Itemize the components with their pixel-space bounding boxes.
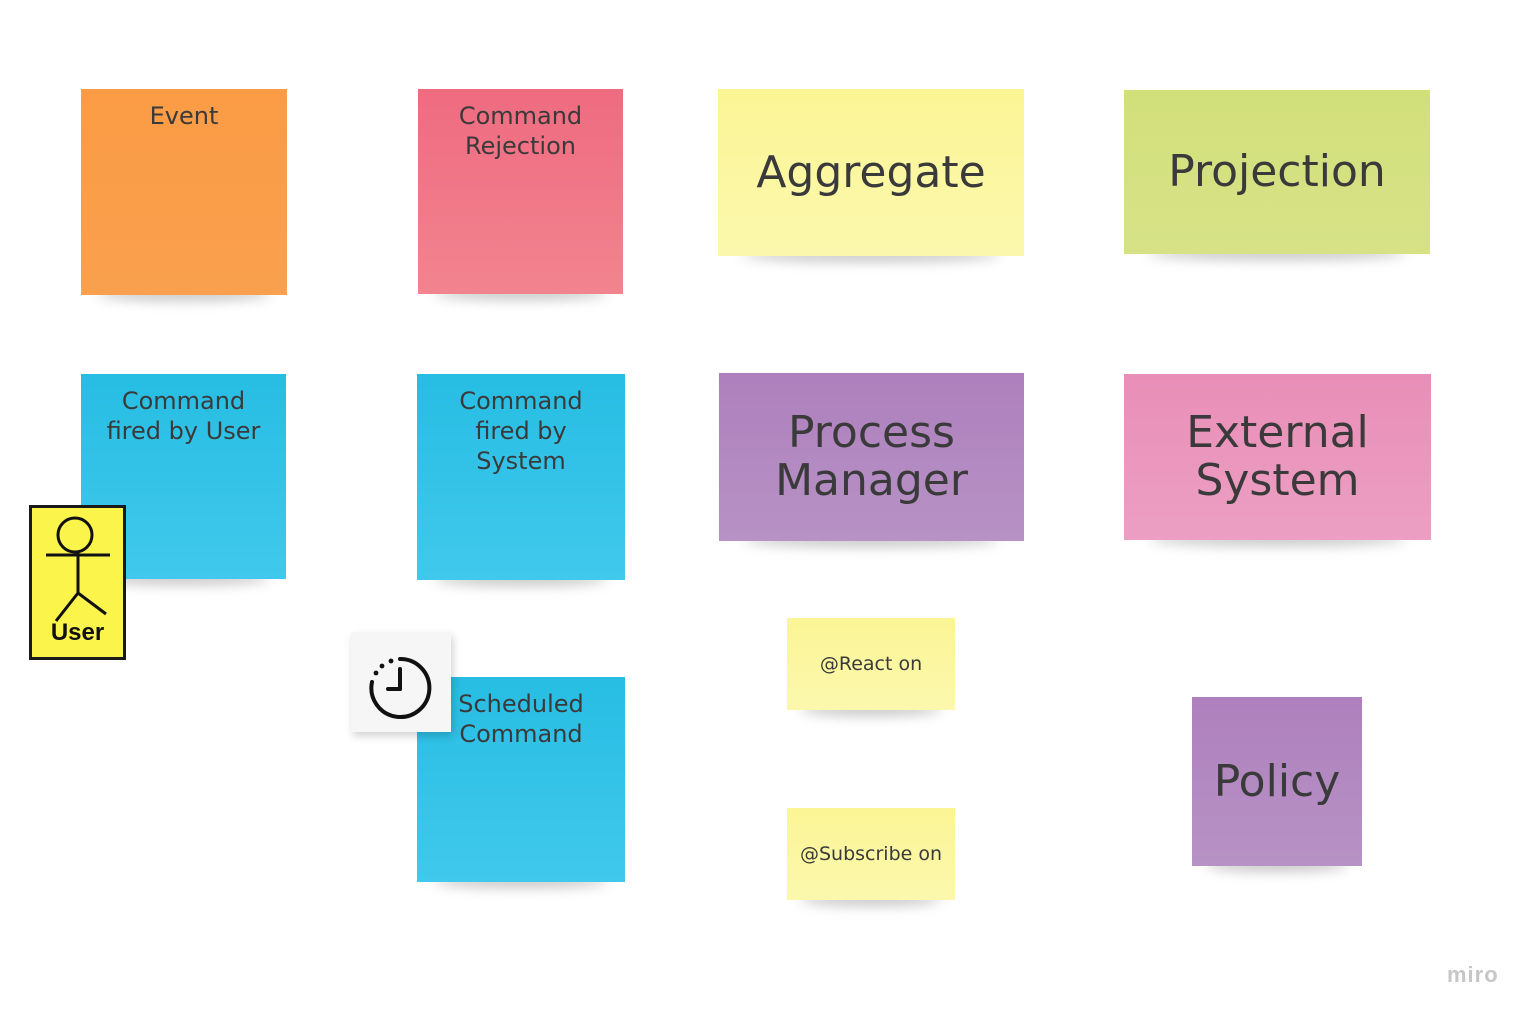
sticky-external-system-label: External System <box>1186 407 1369 506</box>
user-label: User <box>50 619 105 646</box>
sticky-command-system-label: Command fired by System <box>459 387 583 475</box>
sticky-react-on[interactable]: @React on <box>787 618 955 710</box>
sticky-command-system[interactable]: Command fired by System <box>417 374 625 580</box>
sticky-external-system[interactable]: External System <box>1124 374 1431 540</box>
sticky-react-on-label: @React on <box>819 653 923 675</box>
sticky-aggregate-label: Aggregate <box>756 146 986 198</box>
sticky-command-rejection[interactable]: Command Rejection <box>418 89 623 294</box>
sticky-subscribe-on[interactable]: @Subscribe on <box>787 808 955 900</box>
miro-logo: miro <box>1447 962 1499 987</box>
sticky-aggregate[interactable]: Aggregate <box>718 89 1024 256</box>
sticky-process-manager[interactable]: Process Manager <box>719 373 1024 541</box>
clock-icon <box>369 656 432 719</box>
sticky-scheduled-command-label: Scheduled Command <box>458 690 584 748</box>
user-actor-card[interactable]: User <box>29 505 126 660</box>
clock-card[interactable] <box>351 632 451 732</box>
sticky-scheduled-command[interactable]: Scheduled Command <box>417 677 625 882</box>
sticky-process-manager-label: Process Manager <box>775 407 968 506</box>
sticky-projection-label: Projection <box>1168 146 1386 197</box>
sticky-command-rejection-label: Command Rejection <box>458 102 583 160</box>
stick-figure-icon <box>46 516 110 622</box>
sticky-policy-label: Policy <box>1213 755 1341 807</box>
sticky-command-user-label: Command fired by User <box>106 387 261 445</box>
sticky-event[interactable]: Event <box>81 89 287 295</box>
sticky-subscribe-on-label: @Subscribe on <box>799 843 943 865</box>
sticky-event-label: Event <box>149 102 219 130</box>
sticky-policy[interactable]: Policy <box>1192 697 1362 866</box>
sticky-projection[interactable]: Projection <box>1124 90 1430 254</box>
